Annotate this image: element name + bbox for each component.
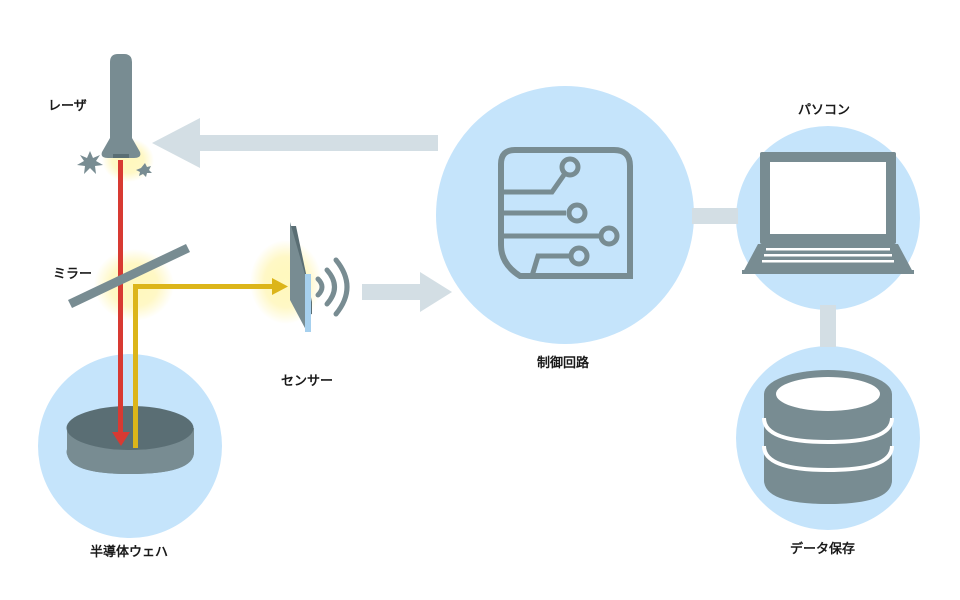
signal-waves-icon [315,257,350,317]
control-circuit-label: 制御回路 [537,356,590,371]
storage-label: データ保存 [790,542,856,557]
sensor-icon [290,222,312,332]
reflected-beam-lower [133,405,138,448]
pc-label: パソコン [798,103,851,118]
laser-label: レーザ [48,99,87,114]
sparkle-icon [136,163,152,177]
sensor-to-circuit-arrow [362,272,452,312]
circuit-to-laser-arrow [152,118,438,168]
mirror-label: ミラー [53,267,93,282]
reflected-beam [133,278,288,448]
sparkle-icon [77,151,103,174]
pc-storage-connector [820,305,836,347]
circuit-board-icon [498,147,633,279]
laser-beam-arrowhead-top [112,432,130,446]
laser-beam-lower [118,405,123,436]
laptop-icon [742,152,914,274]
mirror-icon [68,244,190,308]
database-icon [762,370,894,504]
wafer-icon [66,406,194,474]
wafer-label: 半導体ウェハ [90,545,169,560]
laser-emitter-icon [101,54,141,158]
sensor-label: センサー [281,374,334,389]
laser-beam [118,160,123,436]
circuit-pc-connector [692,208,738,224]
